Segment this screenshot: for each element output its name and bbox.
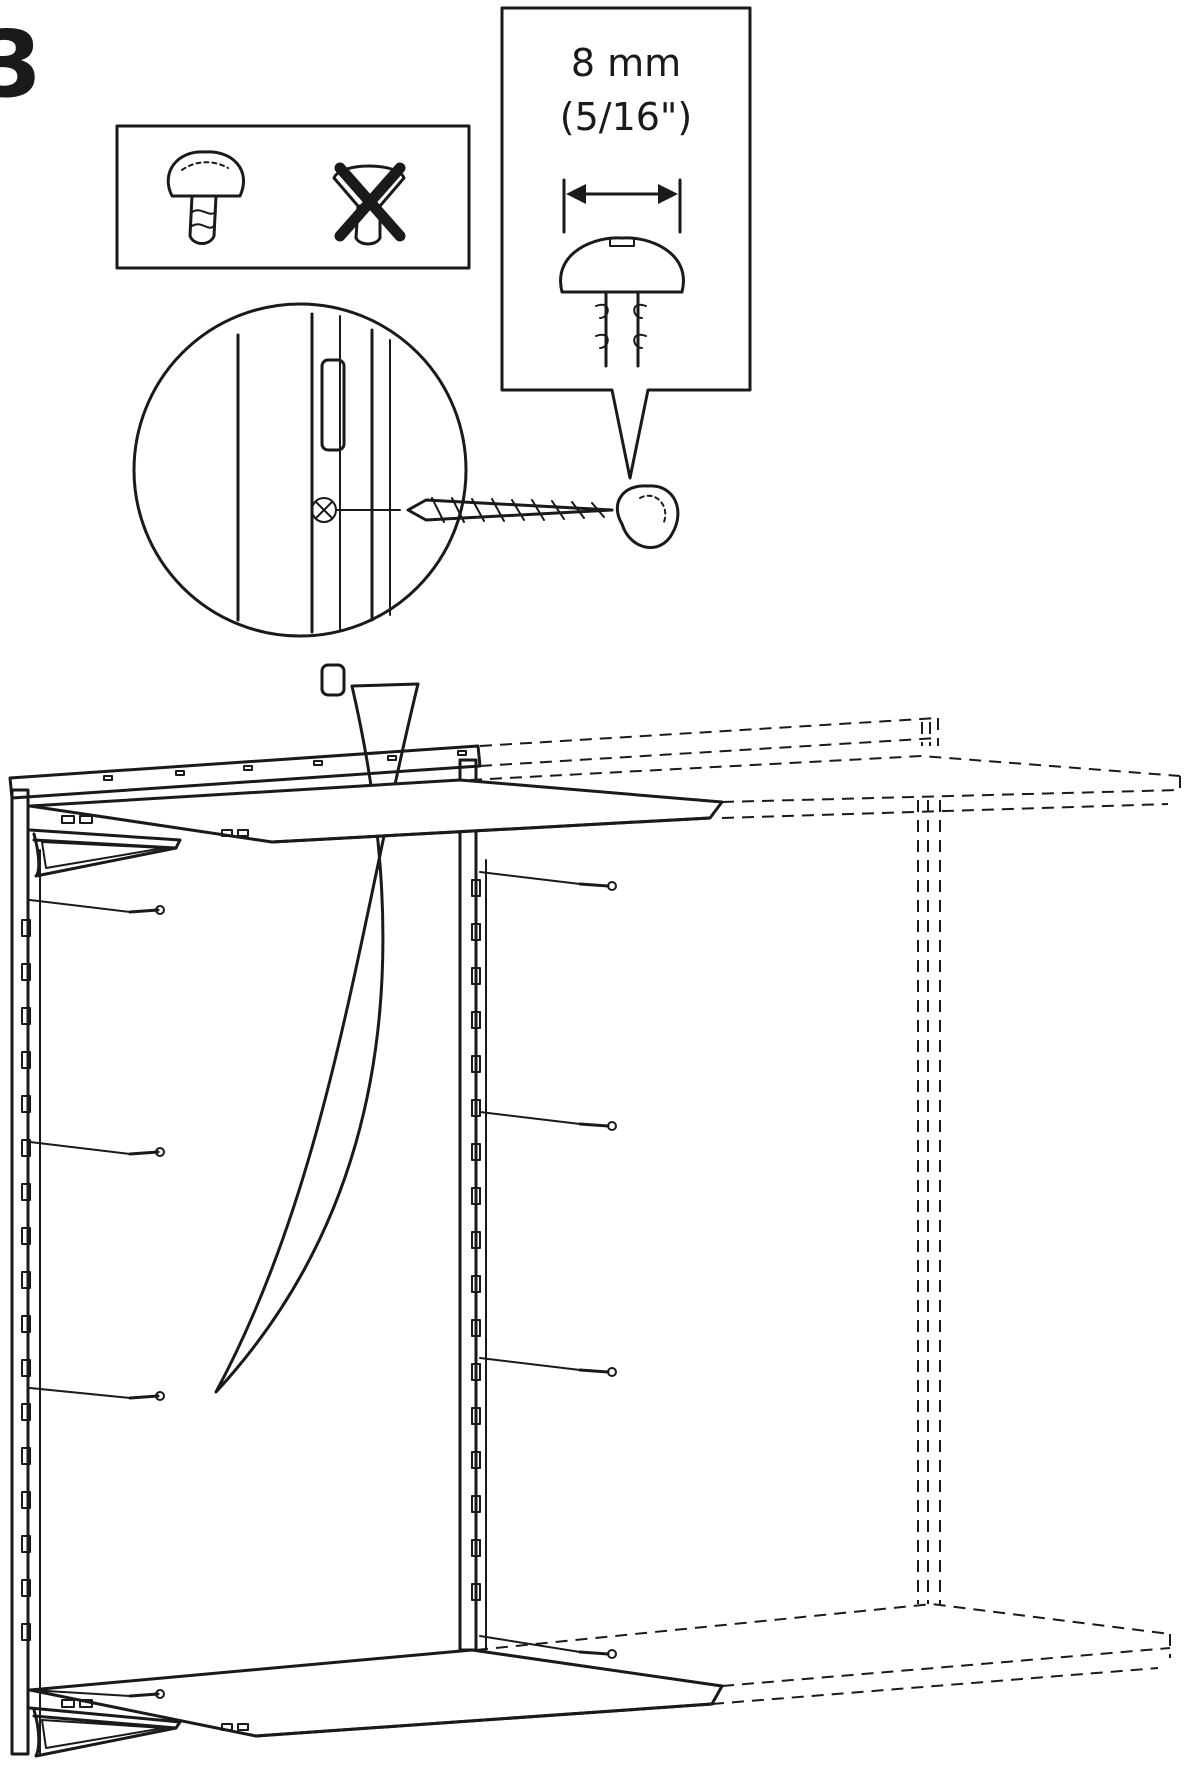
screw-type-comparison-box [115,124,471,270]
shelving-unit [8,744,724,1758]
wall-screws-right [479,871,617,1659]
wall-screws-left [29,899,165,1699]
screw-size-callout: 8 mm (5/16") [500,6,752,480]
countersunk-screw-crossed-icon [332,162,406,246]
screw-profile-icon [559,236,685,368]
screw-size-imperial: (5/16") [560,95,692,139]
top-shelf [28,778,724,878]
detail-screw-icon [406,484,680,549]
dashed-extension-section [469,717,1181,1705]
zoom-detail-circle [132,302,468,1394]
left-upright-slots [21,919,31,1641]
right-upright-slots [471,879,481,1601]
dimension-arrow [562,178,682,234]
pan-head-screw-icon [166,150,246,245]
screw-size-metric: 8 mm [571,41,681,85]
bottom-shelf [28,1648,724,1758]
step-number: 3 [0,11,42,118]
